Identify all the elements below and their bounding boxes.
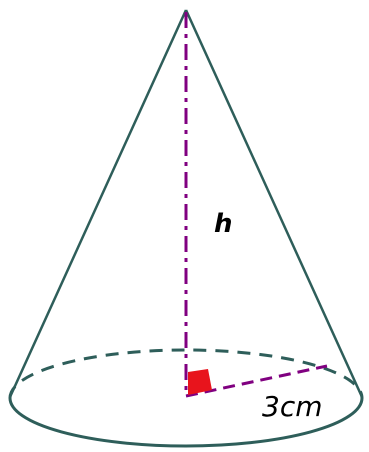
- right-slant-edge: [184, 9, 364, 398]
- left-slant-edge: [8, 9, 188, 398]
- height-label: h: [214, 209, 233, 239]
- base-front-solid-arc: [8, 397, 364, 448]
- radius-label: 3cm: [262, 390, 322, 423]
- right-angle-marker: [188, 369, 212, 395]
- radius-line: [185, 364, 328, 398]
- base-back-dashed-arc: [8, 348, 364, 399]
